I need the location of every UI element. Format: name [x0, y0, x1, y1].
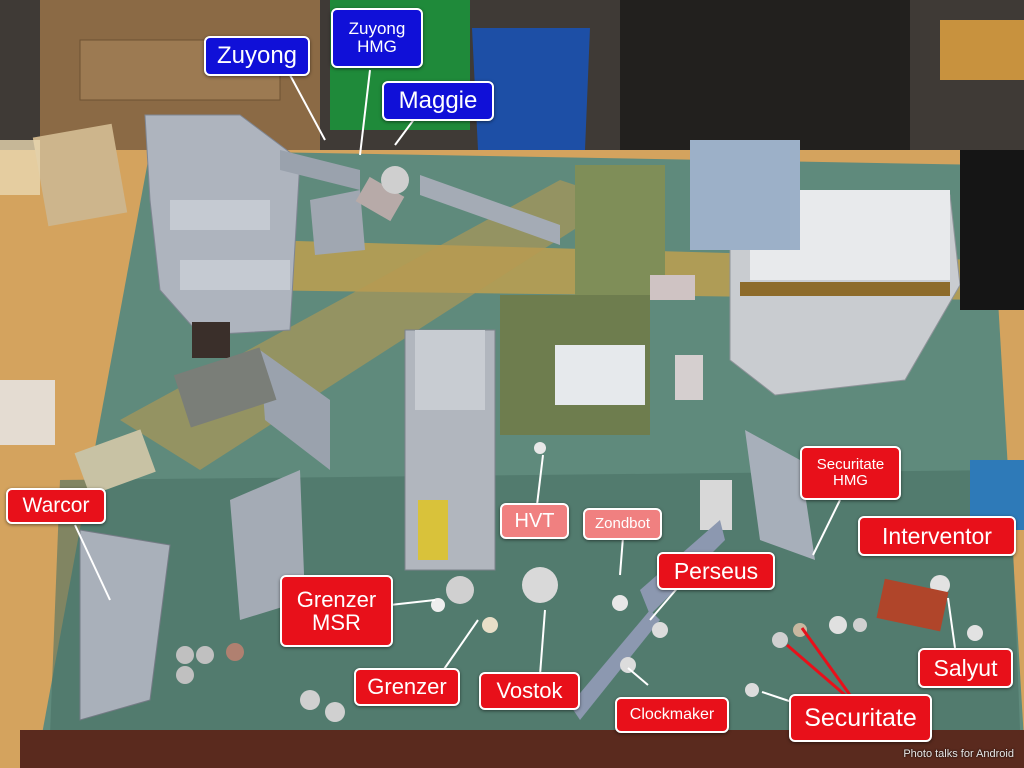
grey-wall-segment [420, 175, 560, 245]
grey-vehicle [173, 347, 277, 428]
miniature-base [612, 595, 628, 611]
label-salyut: Salyut [918, 648, 1013, 688]
label-hvt: HVT [500, 503, 569, 539]
miniature-base [853, 618, 867, 632]
label-warcor: Warcor [6, 488, 106, 524]
token [226, 643, 244, 661]
token [300, 690, 320, 710]
white-car [700, 480, 732, 530]
miniature-base [431, 598, 445, 612]
pink-car [650, 275, 695, 300]
miniature-base [829, 616, 847, 634]
label-maggie: Maggie [382, 81, 494, 121]
miniature-base [534, 442, 546, 454]
dark-crate [192, 322, 230, 358]
black-case [960, 150, 1024, 310]
cardboard-box [940, 20, 1024, 80]
bottom-wall [570, 610, 660, 720]
miniature-base [620, 657, 636, 673]
label-securitate: Securitate [789, 694, 932, 742]
tower-yellow-panel [418, 500, 448, 560]
grey-car [355, 176, 405, 222]
pointer-lines [74, 69, 956, 704]
right-wall [745, 430, 815, 560]
token [196, 646, 214, 664]
token [176, 646, 194, 664]
green-building-top [575, 165, 665, 295]
label-interventor: Interventor [858, 516, 1016, 556]
miniature-base [967, 625, 983, 641]
miniature-base [772, 632, 788, 648]
label-zondbot: Zondbot [583, 508, 662, 540]
white-crates [555, 345, 645, 405]
miniature-base [522, 567, 558, 603]
drinking-glass [0, 380, 55, 445]
blue-bin [472, 28, 590, 150]
label-clockmaker: Clockmaker [615, 697, 729, 733]
crate-of-debris [876, 578, 949, 632]
miniature-base [381, 166, 409, 194]
label-zuyong-hmg: Zuyong HMG [331, 8, 423, 68]
label-vostok: Vostok [479, 672, 580, 710]
miniature-base [482, 617, 498, 633]
warcor-container [79, 529, 171, 721]
brown-stripe [740, 282, 950, 296]
label-perseus: Perseus [657, 552, 775, 590]
label-securitate-hmg: Securitate HMG [800, 446, 901, 500]
watermark-text: Photo talks for Android [903, 748, 1014, 760]
beige-truck [74, 429, 156, 496]
building-balcony [180, 260, 290, 290]
label-grenzer-msr: Grenzer MSR [280, 575, 393, 647]
token [176, 666, 194, 684]
miniature-base [446, 576, 474, 604]
blue-grey-building [690, 140, 800, 250]
miniature-base [745, 683, 759, 697]
building-balcony [170, 200, 270, 230]
card-on-table [32, 123, 128, 227]
ruined-wall [260, 350, 330, 470]
tower-top [415, 330, 485, 410]
label-grenzer: Grenzer [354, 668, 460, 706]
stroller [620, 0, 910, 150]
token [325, 702, 345, 722]
grey-wall-segment [310, 190, 365, 255]
miniature-base [793, 623, 807, 637]
miniature-base [652, 622, 668, 638]
drinking-glass [0, 140, 40, 195]
grey-wall-segment [280, 150, 360, 190]
label-zuyong: Zuyong [204, 36, 310, 76]
silver-car [675, 355, 703, 400]
securitate-pointer-lines [786, 627, 852, 697]
